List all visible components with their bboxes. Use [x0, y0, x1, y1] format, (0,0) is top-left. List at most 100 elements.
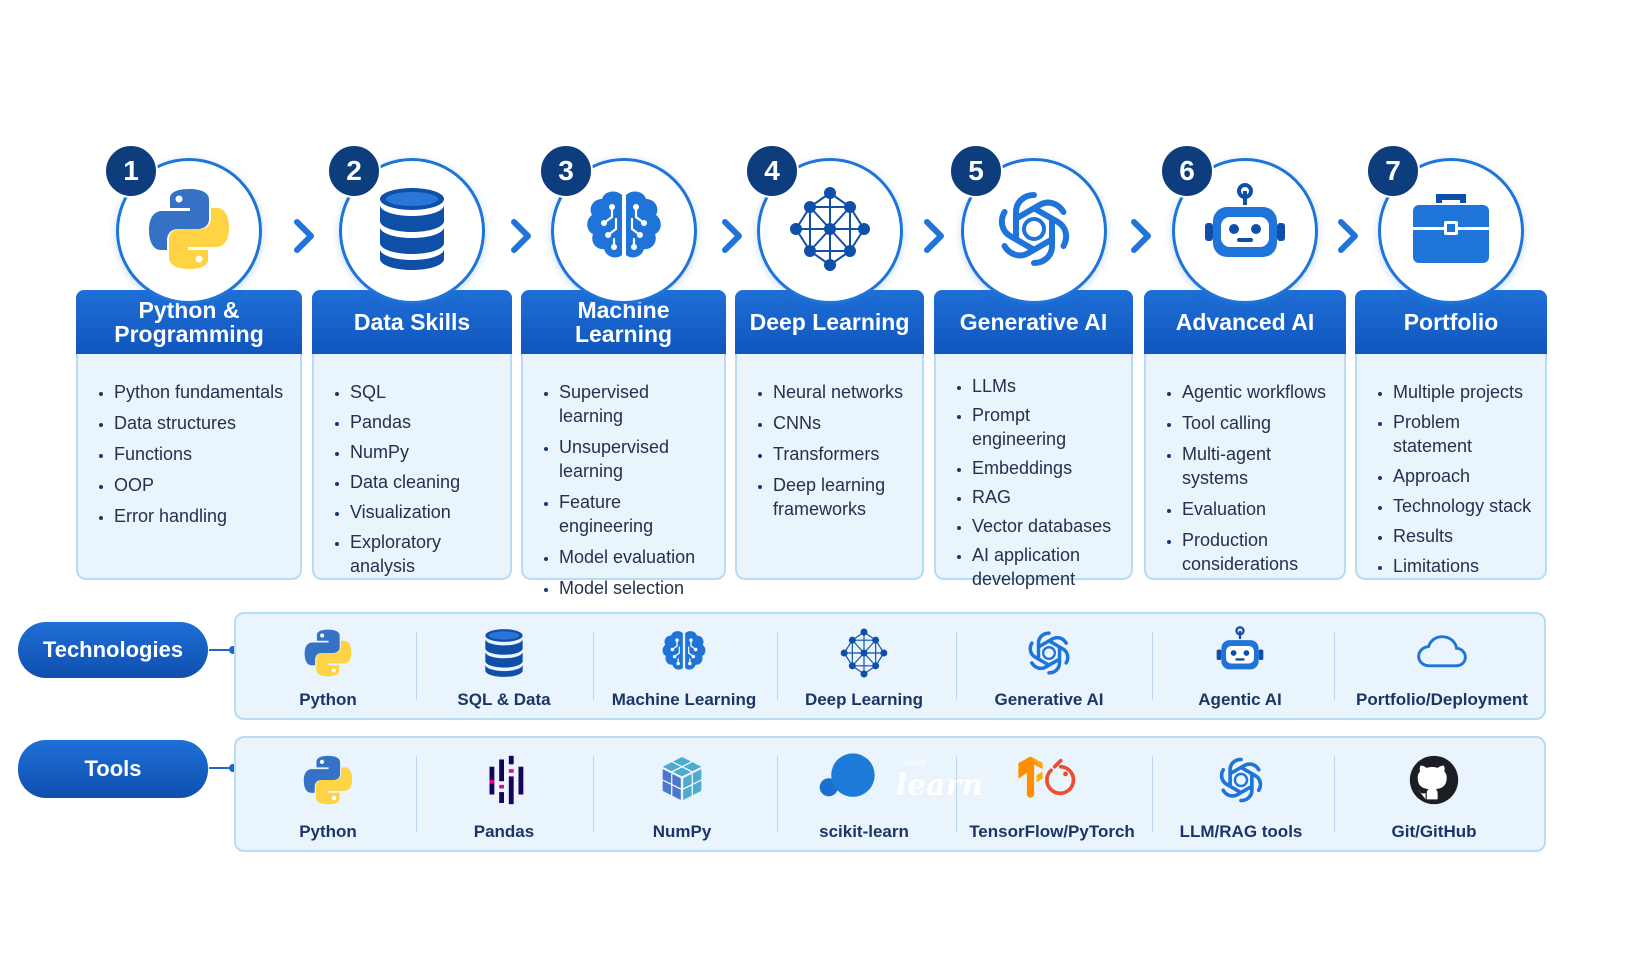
step-item: Neural networks [773, 380, 916, 404]
technologies-item-label: Deep Learning [804, 690, 924, 709]
chevron-right-icon [719, 218, 745, 254]
step-item: Production considerations [1182, 528, 1338, 576]
step-item: Prompt engineering [972, 403, 1125, 451]
step-item: Error handling [114, 504, 294, 528]
cloud-icon [1414, 622, 1470, 684]
step-item: Data cleaning [350, 470, 504, 494]
tools-item: Pandas [394, 738, 614, 850]
technologies-item: Generative AI [939, 614, 1159, 718]
step-item: Python fundamentals [114, 380, 294, 404]
robot-icon [1212, 622, 1268, 684]
scikit-learn-logo-text: learn [895, 768, 984, 803]
database-icon [476, 622, 532, 684]
tools-item-label: LLM/RAG tools [1179, 822, 1303, 841]
tools-item-label: Git/GitHub [1391, 822, 1477, 841]
technologies-item-label: SQL & Data [457, 690, 551, 709]
step-item: LLMs [972, 374, 1125, 398]
technologies-item: Portfolio/Deployment [1332, 614, 1552, 718]
chevron-right-icon [921, 218, 947, 254]
chevron-right-icon [291, 218, 317, 254]
step-item: Transformers [773, 442, 916, 466]
step-item: Functions [114, 442, 294, 466]
row-divider [956, 756, 957, 832]
technologies-item: SQL & Data [394, 614, 614, 718]
python-icon [141, 181, 237, 282]
step-item: Visualization [350, 500, 504, 524]
brain-icon [576, 181, 672, 282]
openai-icon [1212, 748, 1270, 812]
technologies-item-label: Portfolio/Deployment [1356, 690, 1528, 709]
step-item: RAG [972, 485, 1125, 509]
row-divider [1152, 756, 1153, 832]
step-item: Model evaluation [559, 545, 718, 569]
chevron-right-icon [1128, 218, 1154, 254]
tools-row: Python Pandas [234, 736, 1546, 852]
robot-icon [1197, 181, 1293, 282]
python-icon [299, 748, 357, 812]
row-divider [777, 756, 778, 832]
technologies-item: Python [218, 614, 438, 718]
step-item: OOP [114, 473, 294, 497]
pandas-icon [475, 748, 533, 812]
neural-network-icon [782, 181, 878, 282]
step-item: CNNs [773, 411, 916, 435]
technologies-label-pill: Technologies [18, 622, 237, 678]
step-item-list: Neural networksCNNsTransformersDeep lear… [751, 380, 916, 528]
step-item: Supervised learning [559, 380, 718, 428]
step-title: Deep Learning [735, 290, 924, 354]
step-number-badge: 1 [104, 144, 158, 198]
chevron-right-icon [1335, 218, 1361, 254]
step-item: SQL [350, 380, 504, 404]
step-item-list: Supervised learningUnsupervised learning… [537, 380, 718, 607]
step-item: AI application development [972, 543, 1125, 591]
tools-item-label: TensorFlow/PyTorch [969, 822, 1135, 841]
tools-item: Git/GitHub [1324, 738, 1544, 850]
step-item: Vector databases [972, 514, 1125, 538]
row-divider [777, 632, 778, 700]
step-number-badge: 2 [327, 144, 381, 198]
github-icon [1405, 748, 1463, 812]
row-divider [1334, 756, 1335, 832]
technologies-item-label: Agentic AI [1198, 690, 1282, 709]
step-item-list: Agentic workflowsTool callingMulti-agent… [1160, 380, 1338, 583]
brain-icon [656, 622, 712, 684]
technologies-item-label: Python [299, 690, 357, 709]
step-item: Evaluation [1182, 497, 1338, 521]
row-divider [956, 632, 957, 700]
step-item: Model selection [559, 576, 718, 600]
openai-icon [986, 181, 1082, 282]
tools-item-label: NumPy [652, 822, 712, 841]
row-divider [416, 632, 417, 700]
step-item: Tool calling [1182, 411, 1338, 435]
step-icon-circle [551, 158, 697, 304]
step-item-list: Python fundamentalsData structuresFuncti… [92, 380, 294, 535]
row-divider [1152, 632, 1153, 700]
tools-item-label: Python [299, 822, 357, 841]
row-divider [1334, 632, 1335, 700]
step-item: Multiple projects [1393, 380, 1539, 404]
step-number-badge: 7 [1366, 144, 1420, 198]
technologies-item: Machine Learning [574, 614, 794, 718]
tools-item: LLM/RAG tools [1131, 738, 1351, 850]
neural-network-icon [836, 622, 892, 684]
technologies-item-label: Machine Learning [611, 690, 757, 709]
step-item: Unsupervised learning [559, 435, 718, 483]
database-icon [364, 181, 460, 282]
step-number-badge: 6 [1160, 144, 1214, 198]
step-item: NumPy [350, 440, 504, 464]
tools-item: TensorFlow/PyTorch [942, 738, 1162, 850]
tools-label-pill: Tools [18, 740, 237, 798]
step-item-list: Multiple projectsProblem statementApproa… [1371, 380, 1539, 584]
row-divider [593, 632, 594, 700]
technologies-item: Agentic AI [1130, 614, 1350, 718]
step-item: Data structures [114, 411, 294, 435]
technologies-item-label: Generative AI [994, 690, 1104, 709]
chevron-right-icon [508, 218, 534, 254]
step-number-badge: 5 [949, 144, 1003, 198]
tools-item: NumPy [572, 738, 792, 850]
tools-item-label: Pandas [473, 822, 535, 841]
step-item: Results [1393, 524, 1539, 548]
step-item: Problem statement [1393, 410, 1539, 458]
step-item: Limitations [1393, 554, 1539, 578]
